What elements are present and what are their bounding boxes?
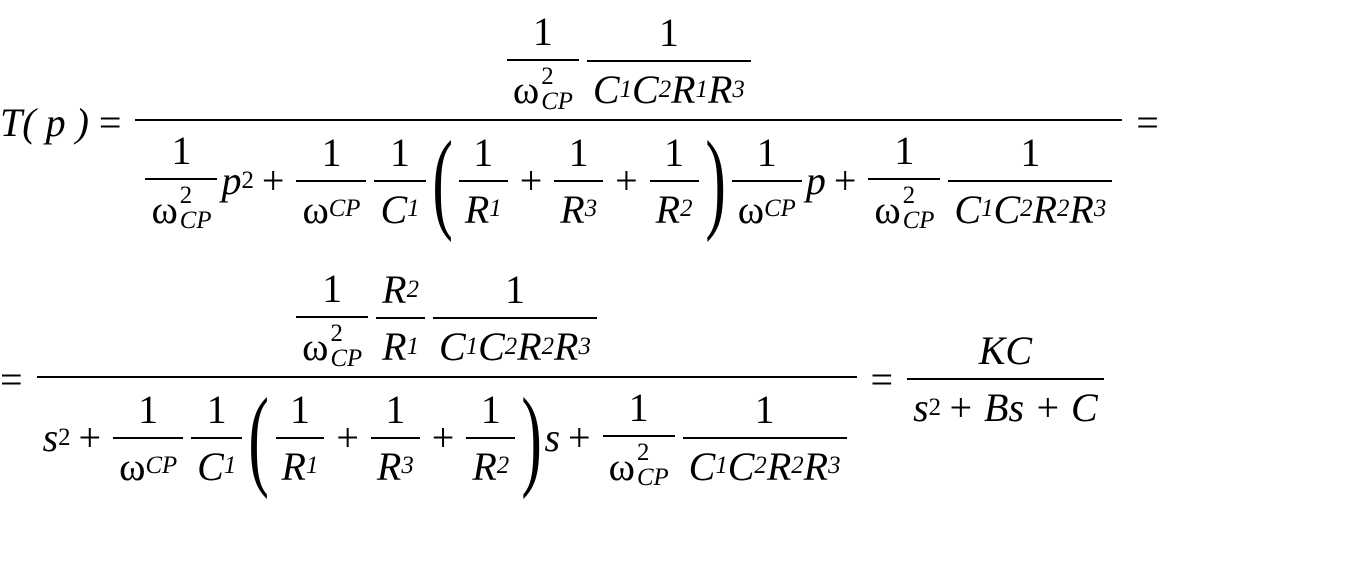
main-fraction-bar-1 (135, 118, 1123, 121)
equals-sign: = (1136, 99, 1159, 145)
equals-sign: = (0, 356, 23, 402)
right-paren: ) (521, 375, 543, 500)
left-paren: ( (431, 118, 453, 243)
right-paren: ) (704, 118, 726, 243)
main-fraction-bar-2 (36, 375, 857, 378)
equals-sign: = (870, 356, 894, 402)
transfer-function-symbol: T( p ) (0, 99, 89, 145)
left-paren: ( (248, 375, 270, 500)
equals-sign: = (98, 99, 122, 145)
